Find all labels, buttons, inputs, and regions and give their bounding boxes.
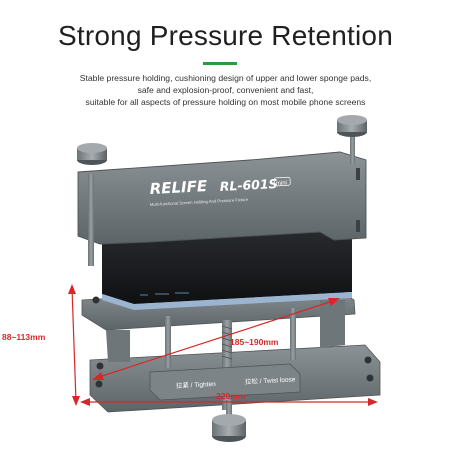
title-accent-bar xyxy=(203,62,237,65)
page-title: Strong Pressure Retention xyxy=(58,20,393,51)
top-pressure-plate xyxy=(77,151,367,245)
height-dimension-label: 88~113mm xyxy=(2,332,46,342)
model-badge: mini xyxy=(276,180,287,187)
dimension-width xyxy=(92,298,340,380)
brand-logo: RELIFE xyxy=(149,177,208,198)
description-line-2: safe and explosion-proof, convenient and… xyxy=(137,85,314,95)
knob-bottom xyxy=(212,400,246,442)
knob-right-top xyxy=(337,115,367,137)
description-line-1: Stable pressure holding, cushioning desi… xyxy=(79,73,372,83)
model-label: RL-601S xyxy=(219,176,278,194)
post-left xyxy=(88,174,94,266)
tighten-label: 拉紧 / Tighten xyxy=(176,379,217,390)
description-line-3: suitable for all aspects of pressure hol… xyxy=(85,97,366,107)
twist-loose-label: 拉松 / Twist loose xyxy=(245,374,296,386)
plate-subtitle: Multi-functional Screen Holding And Pres… xyxy=(150,197,249,207)
dimension-height xyxy=(68,284,80,406)
knob-left-top xyxy=(77,143,107,165)
phone xyxy=(102,222,352,310)
length-dimension-label: 220mm xyxy=(216,391,246,401)
dimension-length xyxy=(80,398,378,406)
width-dimension-label: 185~190mm xyxy=(230,337,279,347)
post-right xyxy=(350,134,355,164)
